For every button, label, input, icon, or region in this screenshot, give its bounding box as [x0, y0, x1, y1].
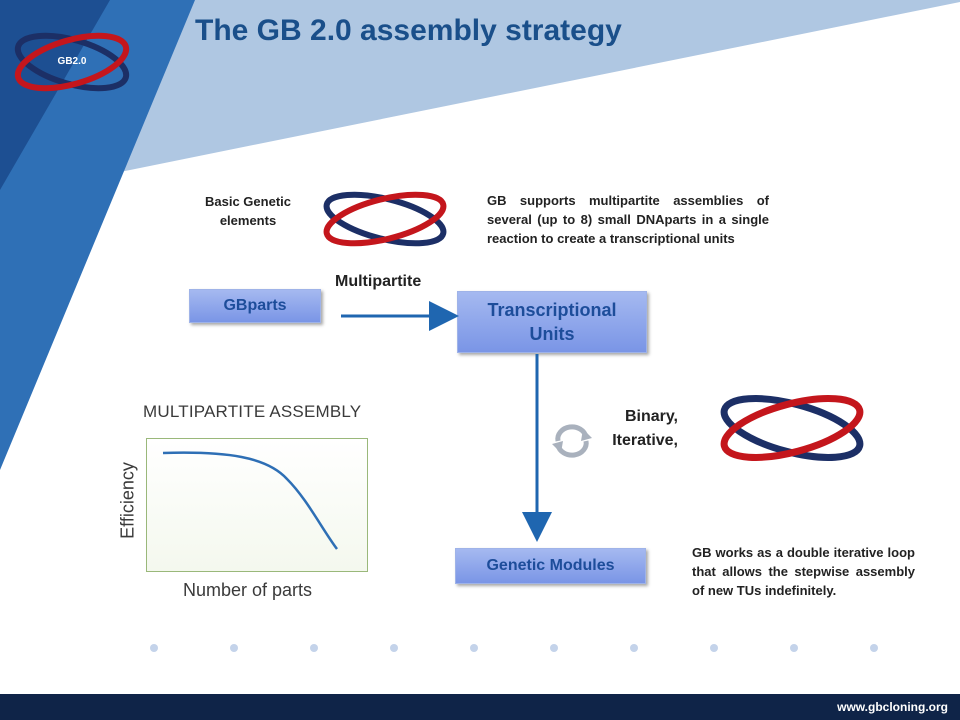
- dot: [710, 644, 718, 652]
- multipartite-label: Multipartite: [335, 273, 422, 290]
- footer-url-link[interactable]: www.gbcloning.org: [837, 700, 948, 714]
- inset-chart-ylabel: Efficiency: [117, 462, 138, 539]
- cycle-icon: [552, 424, 592, 458]
- genetic-modules-box: Genetic Modules: [455, 548, 646, 584]
- decorative-dots: [150, 644, 880, 656]
- multipartite-description: GB supports multipartite assemblies of s…: [487, 193, 769, 246]
- iterative-label: Iterative,: [612, 432, 678, 449]
- inset-chart-area: [146, 438, 368, 572]
- inset-chart-xlabel: Number of parts: [183, 580, 313, 600]
- rings-multipartite-icon: [323, 191, 447, 247]
- dot: [230, 644, 238, 652]
- dot: [390, 644, 398, 652]
- dot: [870, 644, 878, 652]
- gb-logo-rings-icon: [14, 32, 130, 92]
- footer-bar: www.gbcloning.org: [0, 694, 960, 720]
- transcriptional-units-box: Transcriptional Units: [457, 291, 647, 353]
- rings-binary-icon: [720, 395, 864, 461]
- dot: [790, 644, 798, 652]
- efficiency-curve: [162, 451, 339, 550]
- binary-label: Binary,: [624, 408, 678, 425]
- iterative-description: GB works as a double iterative loop that…: [692, 545, 915, 598]
- logo-text: GB2.0: [57, 56, 87, 67]
- gbparts-box: GBparts: [189, 289, 321, 323]
- tu-line2: Units: [529, 324, 575, 344]
- dot: [630, 644, 638, 652]
- dot: [310, 644, 318, 652]
- dot: [150, 644, 158, 652]
- page-title: The GB 2.0 assembly strategy: [195, 14, 622, 47]
- dot: [550, 644, 558, 652]
- dot: [470, 644, 478, 652]
- inset-chart-title: MULTIPARTITE ASSEMBLY: [143, 402, 362, 421]
- tu-line1: Transcriptional: [487, 300, 617, 320]
- binary-iterative-label: Binary, Iterative,: [580, 405, 678, 453]
- basic-genetic-label: Basic Genetic elements: [205, 194, 291, 228]
